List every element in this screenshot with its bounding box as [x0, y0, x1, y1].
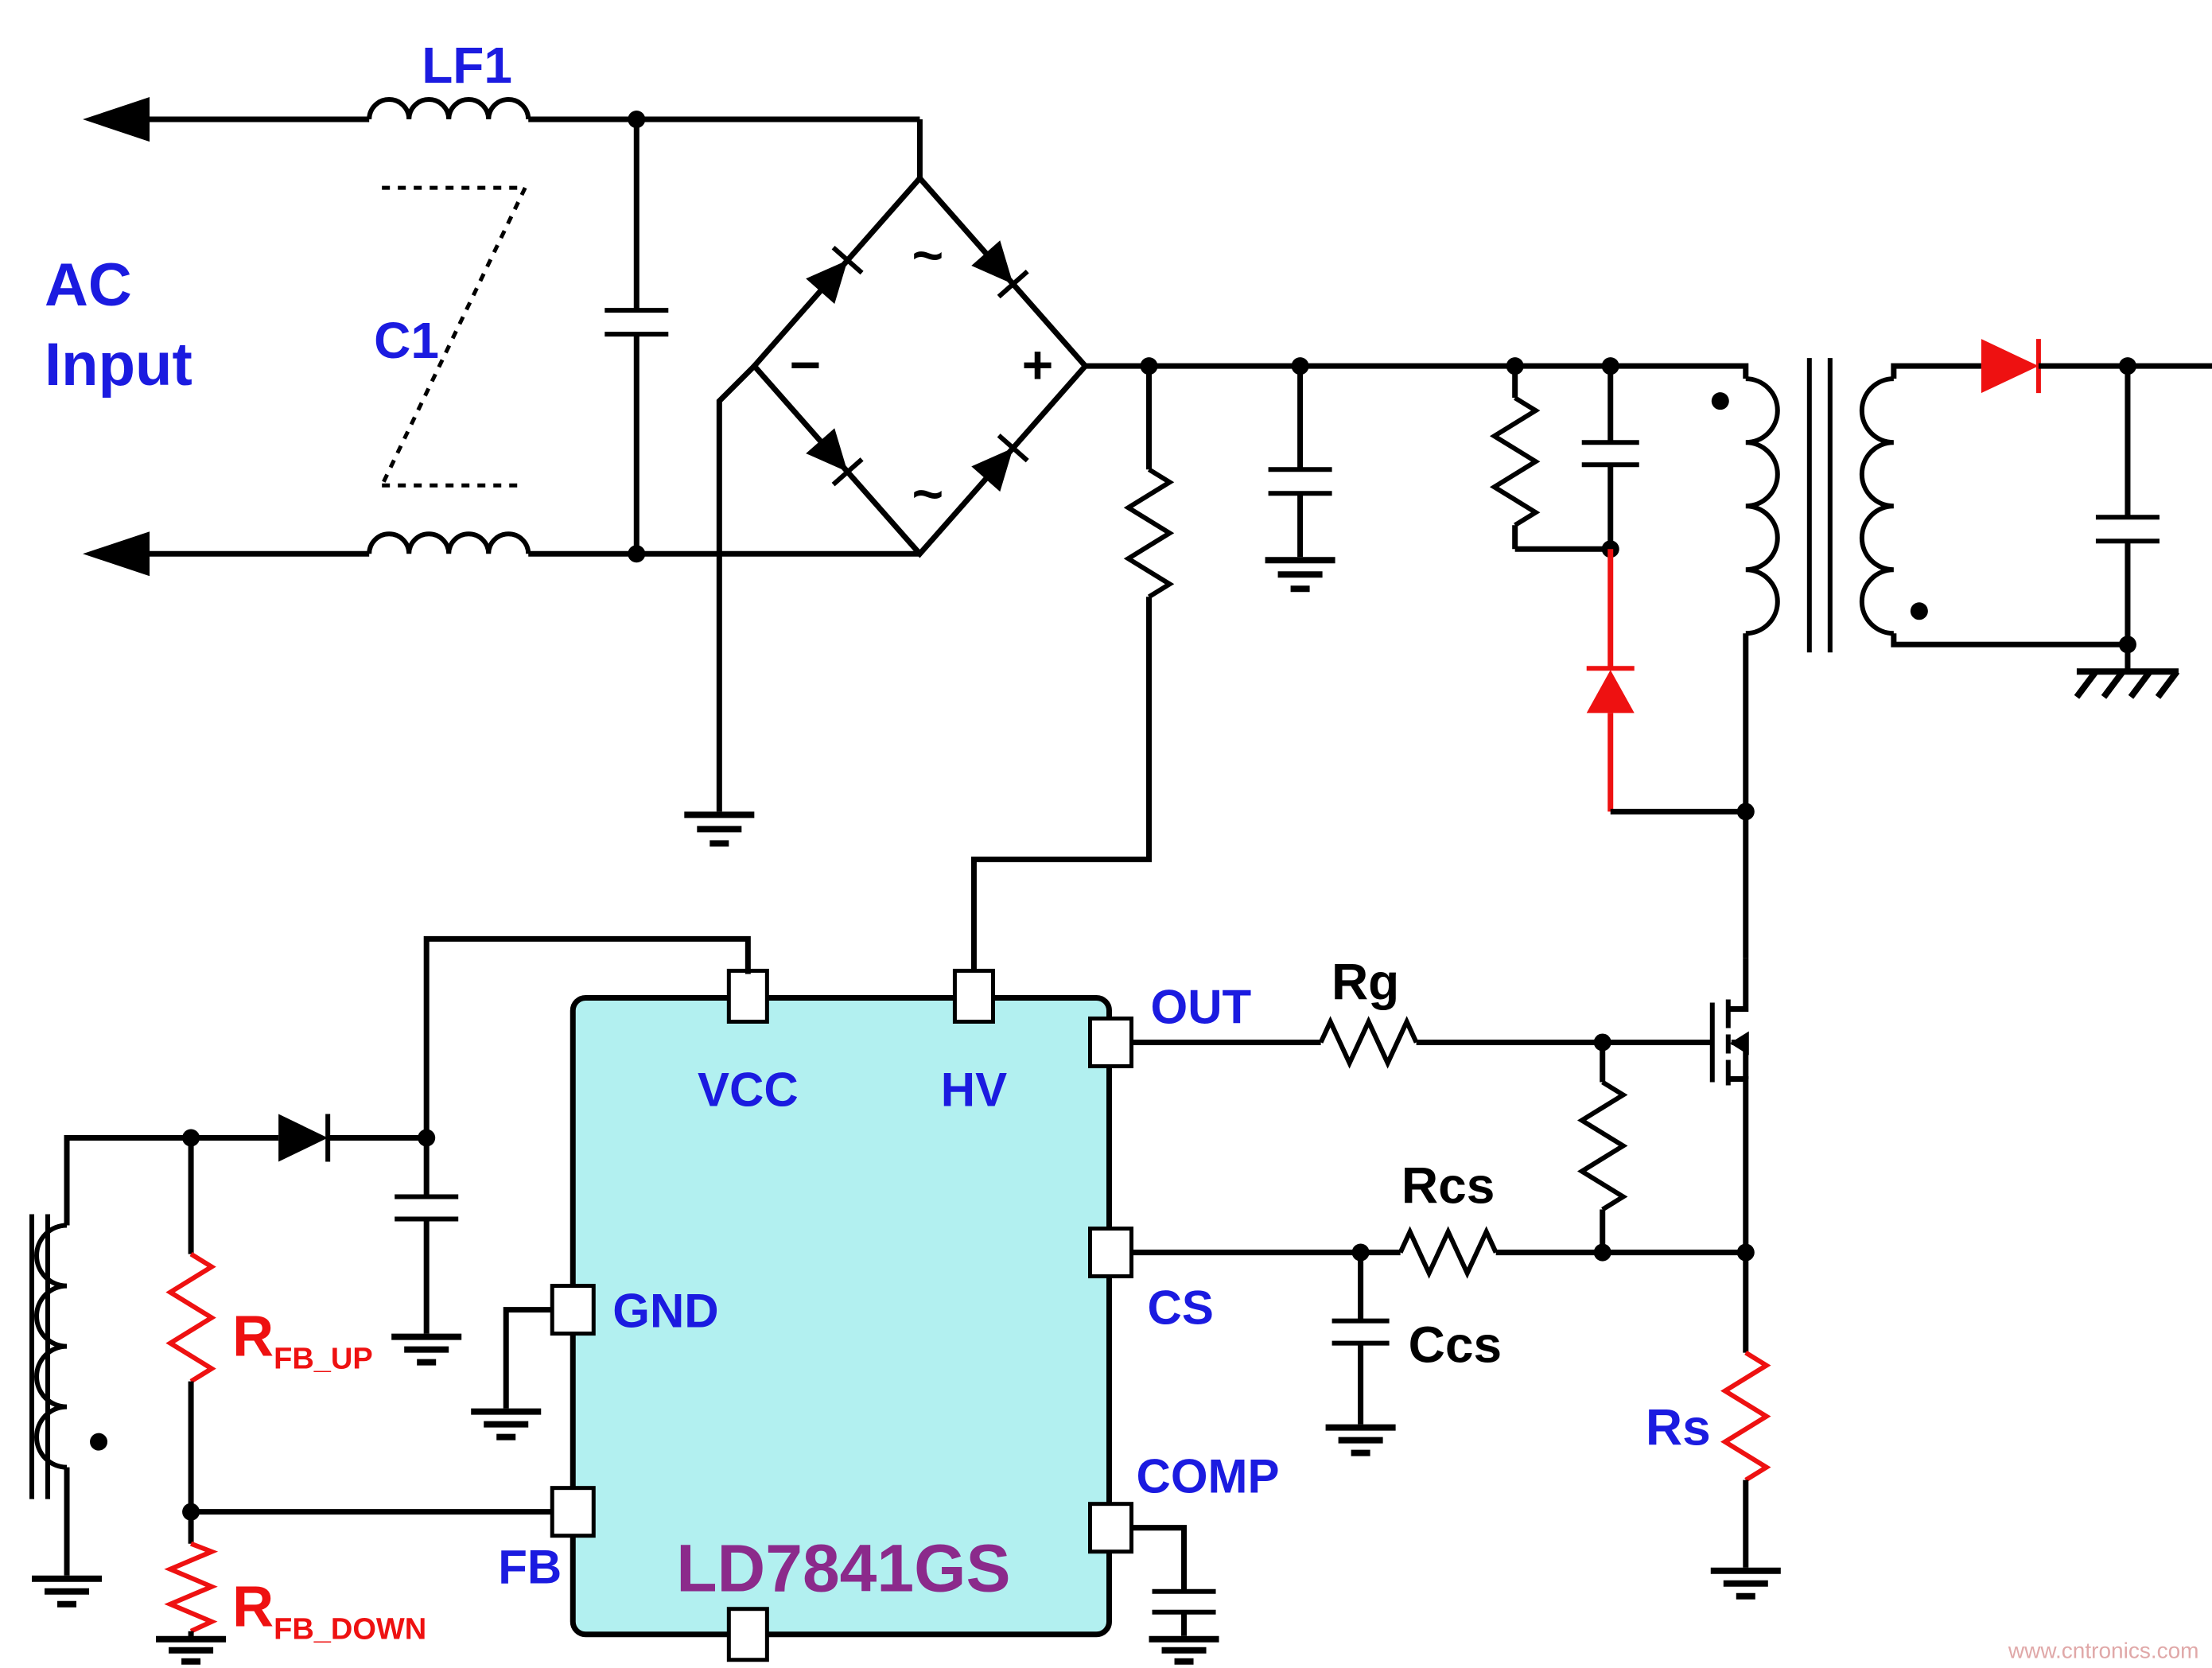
x-capacitor [605, 111, 669, 563]
bridge-minus-label: − [789, 335, 821, 395]
comp-pin-label: COMP [1137, 1450, 1280, 1503]
cs-network [1131, 1226, 1755, 1279]
bridge-negative-ground [684, 364, 756, 847]
comp-capacitor [1131, 1525, 1219, 1665]
ccs-capacitor [1325, 1252, 1396, 1456]
pin-gnd [550, 1284, 596, 1336]
fb-pin-label: FB [498, 1541, 562, 1594]
snubber-resistor [1489, 366, 1541, 550]
lf1-label: LF1 [422, 37, 512, 94]
rfb-down-label: RFB_DOWN [232, 1576, 426, 1647]
aux-phase-dot [90, 1433, 108, 1451]
fb-wire [182, 1503, 553, 1521]
pin-fb [550, 1486, 596, 1538]
rs-label: Rs [1646, 1399, 1711, 1456]
rcs-label: Rcs [1401, 1157, 1495, 1215]
rfb-up-resistor [165, 1137, 216, 1512]
ac-input-label-line2: Input [45, 331, 192, 399]
bulk-capacitor [1265, 366, 1335, 593]
pin-bottom [726, 1607, 769, 1662]
rfb-down-resistor [156, 1511, 227, 1665]
mosfet [1709, 958, 1749, 1353]
output-rectifier-diode-red [1981, 339, 2041, 394]
primary-phase-dot [1711, 392, 1729, 410]
gnd-pin-label: GND [612, 1285, 718, 1338]
transformer [1711, 358, 2128, 958]
rfb-up-label: RFB_UP [232, 1305, 373, 1376]
pin-comp [1087, 1502, 1134, 1554]
vcc-pin-label: VCC [698, 1063, 799, 1116]
rg-label: Rg [1331, 953, 1399, 1010]
ccs-label: Ccs [1409, 1316, 1502, 1374]
ic-name-label: LD7841GS [676, 1531, 1010, 1606]
out-pin-label: OUT [1151, 980, 1252, 1033]
ac-input-terminals [83, 97, 370, 577]
pin-cs [1087, 1227, 1134, 1279]
watermark: www.cntronics.com [2008, 1639, 2199, 1663]
snubber-capacitor [1514, 366, 1639, 558]
clamp-diode-red [1586, 549, 1755, 821]
pin-out [1087, 1016, 1134, 1068]
c1-label: C1 [374, 312, 439, 369]
pin-vcc [726, 968, 769, 1024]
pin-hv [952, 968, 995, 1024]
ac-input-label-line1: AC [45, 251, 132, 319]
dc-rail [1085, 357, 1749, 379]
bridge-ac-bottom-label: ~ [912, 464, 944, 524]
vcc-wire [423, 935, 751, 1138]
bridge-ac-top-label: ~ [912, 225, 944, 286]
output-earth-ground [2074, 668, 2180, 699]
aux-winding [29, 1135, 279, 1608]
rs-sense-resistor [1710, 1351, 1781, 1600]
hv-pin-label: HV [941, 1063, 1007, 1116]
cs-pin-label: CS [1148, 1281, 1214, 1335]
gnd-pin-wire [471, 1307, 553, 1441]
secondary-phase-dot [1910, 602, 1928, 620]
vcc-capacitor [391, 1137, 462, 1366]
hv-startup-resistor [970, 366, 1175, 974]
gate-resistor-rg [1131, 1016, 1712, 1069]
bridge-plus-label: + [1022, 335, 1054, 395]
common-mode-choke-lf1 [367, 97, 920, 557]
ic-ld7841gs: VCC HV OUT CS COMP GND FB LD7841GS [498, 968, 1280, 1662]
bridge-rectifier: ~ ~ + − [750, 119, 1090, 558]
gate-pulldown-resistor [1576, 1042, 1628, 1253]
output-capacitor [2095, 366, 2160, 672]
